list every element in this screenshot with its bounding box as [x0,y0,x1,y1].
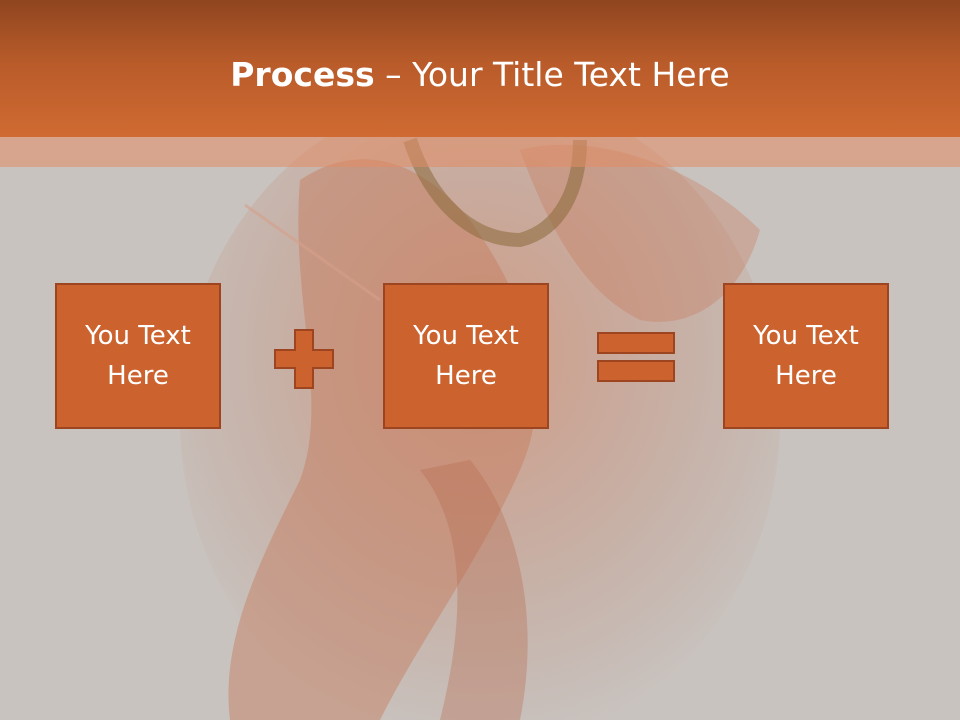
title-bar [0,0,960,137]
title-bold: Process [230,55,375,94]
process-box-1[interactable]: You Text Here [55,283,221,429]
header-strip [0,137,960,167]
title-rest: – Your Title Text Here [374,55,730,94]
equals-icon [597,332,675,382]
slide-title[interactable]: Process – Your Title Text Here [0,52,960,98]
plus-icon [274,329,334,389]
process-box-2[interactable]: You Text Here [383,283,549,429]
process-box-1-label: You Text Here [85,321,191,391]
process-box-3-label: You Text Here [753,321,859,391]
process-box-2-label: You Text Here [413,321,519,391]
process-box-3[interactable]: You Text Here [723,283,889,429]
